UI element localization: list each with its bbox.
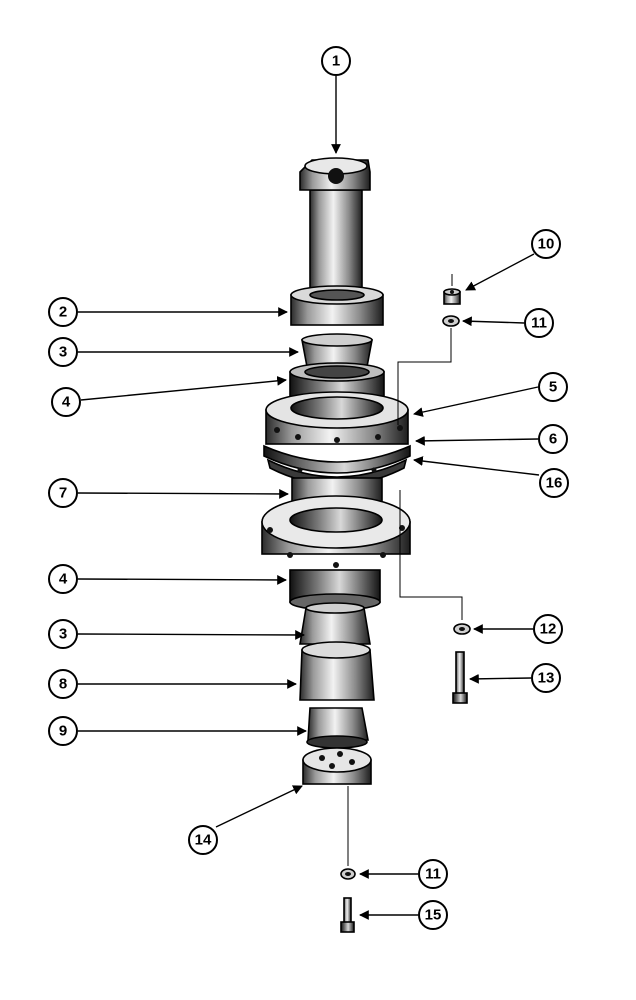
callout-9: 9 [48,716,78,746]
callout-2-label: 2 [59,304,67,321]
callout-11-upper: 11 [524,308,554,338]
callout-13: 13 [531,663,561,693]
callout-3-lower-label: 3 [59,626,67,643]
callout-16: 16 [539,468,569,498]
leader-arrows [77,76,540,920]
part-3-bearing-lower [299,602,371,645]
callout-6-label: 6 [549,431,557,448]
callout-16-label: 16 [546,475,563,492]
part-13-bolt [452,651,468,704]
callout-8: 8 [48,669,78,699]
part-11-washer-bottom [340,868,356,880]
callout-3-lower: 3 [48,619,78,649]
callout-2: 2 [48,297,78,327]
callout-1: 1 [321,46,351,76]
callout-5: 5 [538,372,568,402]
part-8-sleeve [299,641,375,701]
callout-6: 6 [538,424,568,454]
callout-4-upper: 4 [51,387,81,417]
part-10-nut [443,288,461,305]
callout-11-upper-label: 11 [531,315,547,332]
callout-7-label: 7 [59,485,67,502]
part-12-washer [453,623,471,635]
callout-3-upper: 3 [48,337,78,367]
callout-4-lower-label: 4 [59,571,68,588]
lower-flange [261,495,411,568]
callout-7: 7 [48,478,78,508]
callout-15-label: 15 [425,907,442,924]
callout-5-label: 5 [549,379,557,396]
callout-11-lower: 11 [418,859,448,889]
callout-13-label: 13 [538,670,555,687]
part-9-collar [306,707,369,749]
callout-15: 15 [418,900,448,930]
callout-1-label: 1 [332,53,340,70]
part-1-shaft [299,157,371,306]
callout-4-upper-label: 4 [62,394,71,411]
part-11-washer-top [442,315,460,327]
callout-10: 10 [531,229,561,259]
part-5-hub-flange [265,391,409,445]
callout-12: 12 [533,614,563,644]
callout-10-label: 10 [538,236,555,253]
callout-4-lower: 4 [48,564,78,594]
callout-3-upper-label: 3 [59,344,67,361]
callout-12-label: 12 [540,621,557,638]
callout-14-label: 14 [195,832,212,849]
assembly-lines [347,274,463,866]
part-14-end-cap [302,747,372,785]
callout-14: 14 [188,825,218,855]
callout-11-lower-label: 11 [425,866,441,883]
callout-9-label: 9 [59,723,67,740]
part-2-ring [290,285,384,326]
part-15-bolt [340,897,355,933]
callout-8-label: 8 [59,676,67,693]
